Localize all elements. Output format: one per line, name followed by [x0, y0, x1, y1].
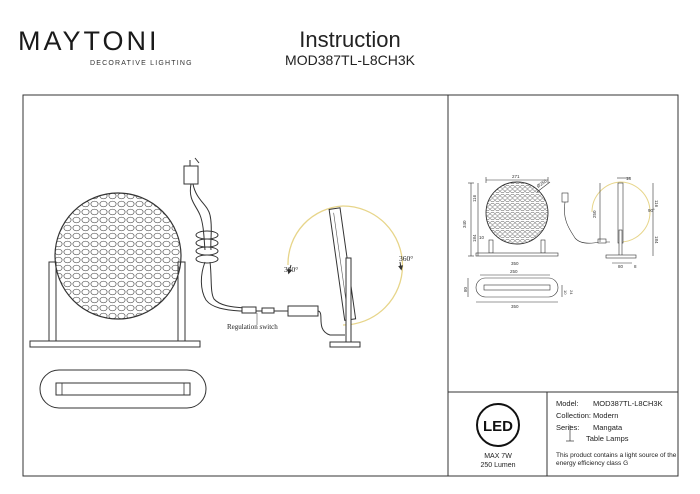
- power-spec: MAX 7W: [484, 453, 512, 460]
- dimension-labels-top: 250 80 350 10 24: [463, 269, 574, 309]
- model-label: Model:: [556, 399, 579, 408]
- lamp-top-view: [39, 369, 207, 409]
- dim-side-top: 18: [626, 176, 632, 181]
- dimension-front: [468, 177, 610, 257]
- page-title: Instruction: [299, 27, 401, 52]
- dim-side-lower: 184: [654, 236, 659, 244]
- table-lamp-icon: [566, 425, 574, 442]
- dim-top-width: 250: [510, 269, 518, 274]
- dim-upper-height: 116: [472, 194, 477, 202]
- dimension-labels-front: 271 Ø250 340 116 184 10: [462, 174, 548, 242]
- type-value: Table Lamps: [586, 434, 629, 443]
- lamp-front-view: [29, 192, 201, 348]
- lumen-spec: 250 Lumen: [480, 462, 515, 469]
- dim-side-depth: 80: [618, 264, 624, 269]
- series-label: Series:: [556, 423, 580, 432]
- brand-tagline: DECORATIVE LIGHTING: [90, 60, 193, 67]
- dimension-side: [591, 177, 654, 264]
- energy-note-line-2: energy efficiency class G: [556, 460, 629, 467]
- dimension-top: [467, 274, 563, 303]
- lamp-side-view: [287, 205, 404, 348]
- dim-side-height: 250: [592, 210, 597, 218]
- collection-label: Collection:: [556, 411, 592, 420]
- led-label: LED: [483, 418, 513, 435]
- dim-base-length: 350: [511, 261, 519, 266]
- dim-side-upper: 116: [654, 200, 659, 208]
- rotation-label-right: 360°: [399, 254, 413, 263]
- collection-value: Modern: [593, 411, 619, 420]
- dim-top-h2: 24: [569, 290, 574, 295]
- dim-total-height: 340: [462, 220, 467, 228]
- switch-label: Regulation switch: [227, 323, 278, 331]
- outer-frame: [22, 94, 679, 477]
- model-code: MOD387TL-L8CH3K: [285, 52, 415, 68]
- dim-diameter: Ø250: [536, 178, 548, 189]
- power-cable: [183, 157, 345, 336]
- dim-side-small: 8: [634, 264, 637, 269]
- rotation-label-left: 360°: [284, 265, 298, 274]
- dim-lower-height: 184: [472, 234, 477, 242]
- series-value: Mangata: [593, 423, 623, 432]
- dim-side-angle: 90°: [648, 208, 655, 213]
- dim-base-offset: 10: [479, 235, 485, 240]
- dim-top-depth: 80: [463, 286, 468, 292]
- led-badge: LED: [476, 403, 520, 447]
- model-value: MOD387TL-L8CH3K: [593, 399, 663, 408]
- dimension-labels-side: 18 90° 250 116 184 80 8: [592, 176, 659, 269]
- dim-top-length: 350: [511, 304, 519, 309]
- brand-logo: MAYTONI: [18, 26, 160, 56]
- energy-note-line-1: This product contains a light source of …: [556, 452, 677, 459]
- dim-front-width: 271: [512, 174, 520, 179]
- dim-top-h1: 10: [563, 290, 568, 295]
